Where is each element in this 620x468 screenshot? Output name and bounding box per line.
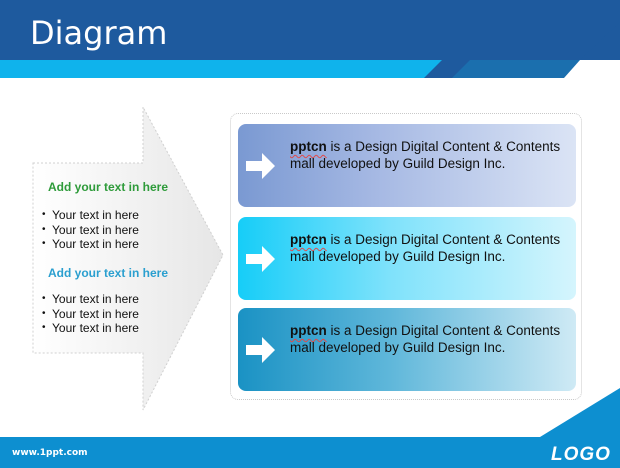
- logo: LOGO: [551, 444, 611, 465]
- list-item: Your text in here: [42, 237, 139, 252]
- content-box-2: pptcn is a Design Digital Content & Cont…: [238, 217, 576, 300]
- left-heading-1: Add your text in here: [48, 180, 169, 194]
- header-banner: [0, 0, 620, 78]
- bullet-list-2: Your text in here Your text in here Your…: [42, 292, 139, 336]
- brand-name: pptcn: [290, 232, 327, 247]
- brand-name: pptcn: [290, 139, 327, 154]
- box-description: is a Design Digital Content & Contents m…: [290, 323, 561, 355]
- right-arrow-icon: [246, 246, 275, 272]
- big-arrow-shape: [32, 106, 224, 411]
- box-text: pptcn is a Design Digital Content & Cont…: [290, 323, 565, 356]
- list-item: Your text in here: [42, 321, 139, 336]
- list-item: Your text in here: [42, 223, 139, 238]
- brand-name: pptcn: [290, 323, 327, 338]
- box-description: is a Design Digital Content & Contents m…: [290, 232, 561, 264]
- boxes-frame: [230, 113, 582, 400]
- content-box-1: pptcn is a Design Digital Content & Cont…: [238, 124, 576, 207]
- content-box-3: pptcn is a Design Digital Content & Cont…: [238, 308, 576, 391]
- right-arrow-icon: [246, 153, 275, 179]
- box-text: pptcn is a Design Digital Content & Cont…: [290, 232, 565, 265]
- page-title: Diagram: [30, 14, 168, 52]
- list-item: Your text in here: [42, 307, 139, 322]
- bullet-list-1: Your text in here Your text in here Your…: [42, 208, 139, 252]
- list-item: Your text in here: [42, 208, 139, 223]
- box-text: pptcn is a Design Digital Content & Cont…: [290, 139, 565, 172]
- list-item: Your text in here: [42, 292, 139, 307]
- website-link[interactable]: www.1ppt.com: [12, 448, 88, 458]
- footer-bar: [0, 388, 620, 468]
- right-arrow-icon: [246, 337, 275, 363]
- box-description: is a Design Digital Content & Contents m…: [290, 139, 561, 171]
- left-heading-2: Add your text in here: [48, 266, 169, 280]
